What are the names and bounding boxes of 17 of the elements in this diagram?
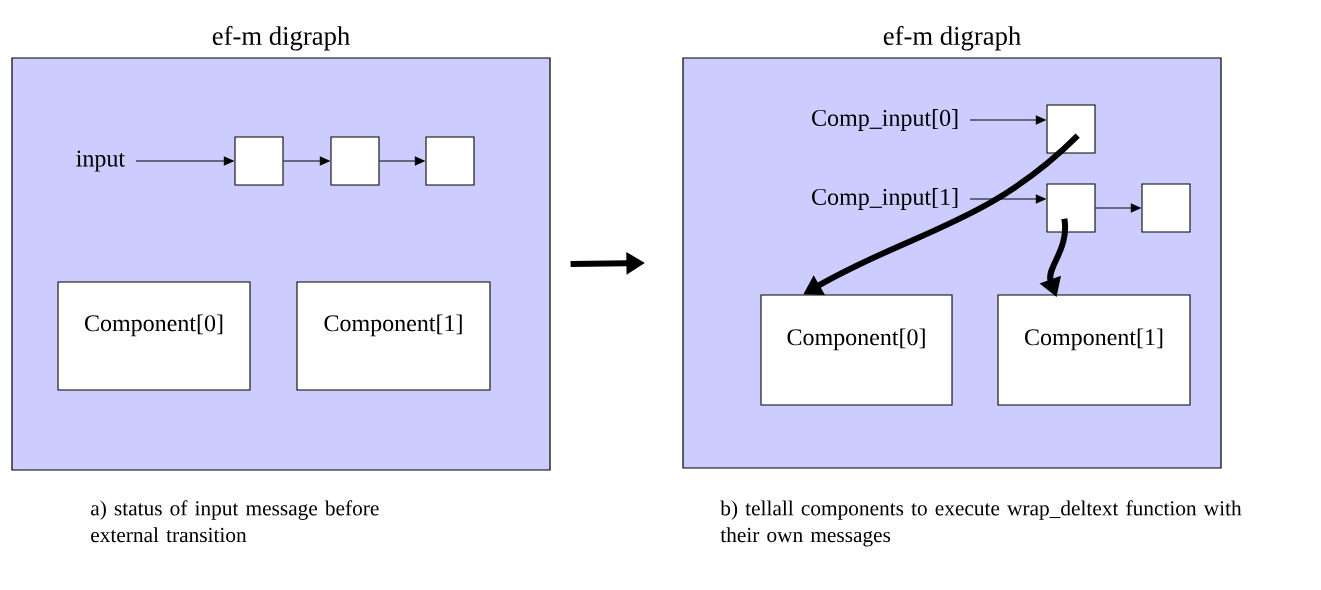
square-box <box>1141 183 1191 233</box>
component-box: Component[0] <box>760 294 953 406</box>
input-label: Comp_input[1] <box>812 188 958 210</box>
square-box <box>1046 183 1096 233</box>
input-label: Comp_input[0] <box>812 109 958 131</box>
square-box <box>234 136 284 186</box>
square-box <box>425 136 475 186</box>
caption-text: a) status of input message before external transition <box>91 500 379 543</box>
node-label: ef-m digraph <box>883 25 1021 51</box>
node-label: ef-m digraph <box>212 25 350 51</box>
component-box: Component[0] <box>57 281 251 391</box>
input-label: input <box>76 150 125 172</box>
component-box: Component[1] <box>997 294 1191 406</box>
square-box <box>330 136 380 186</box>
square-box <box>1046 104 1096 154</box>
component-box: Component[1] <box>296 281 491 391</box>
caption-text: b) tellall components to execute wrap_deltext function with their own messages <box>720 500 1242 547</box>
